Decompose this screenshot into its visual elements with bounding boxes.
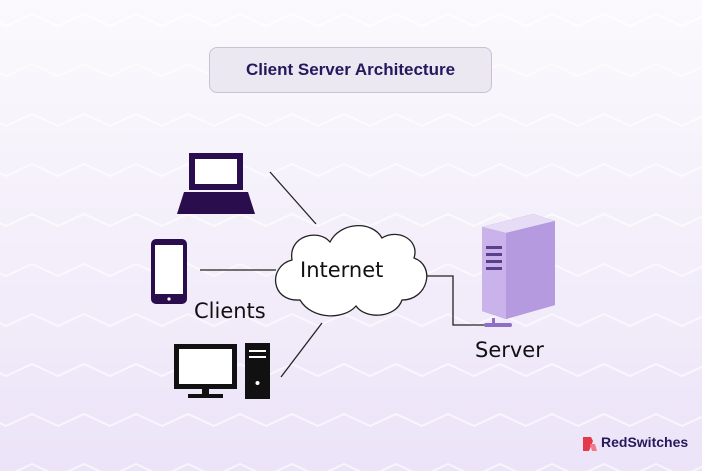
brand-name: RedSwitches bbox=[601, 434, 689, 450]
clients-label: Clients bbox=[194, 299, 266, 323]
connector-internet-server bbox=[422, 275, 487, 326]
diagram-title-text: Client Server Architecture bbox=[245, 60, 456, 79]
connector-laptop-internet bbox=[269, 171, 317, 225]
zigzag-line bbox=[0, 12, 702, 28]
connector-desktop-internet bbox=[280, 322, 323, 378]
zigzag-line bbox=[0, 212, 702, 228]
smartphone-icon bbox=[151, 239, 187, 304]
redswitches-logo-icon bbox=[583, 437, 597, 451]
diagram-title: Client Server Architecture bbox=[209, 47, 492, 93]
server-tower-icon bbox=[482, 214, 555, 327]
zigzag-line bbox=[0, 162, 702, 178]
zigzag-line bbox=[14, 462, 702, 471]
laptop-icon bbox=[177, 153, 255, 214]
brand-logo-spacer bbox=[583, 435, 597, 449]
zigzag-line bbox=[0, 412, 702, 428]
desktop-computer-icon bbox=[174, 343, 270, 399]
zigzag-line bbox=[0, 362, 702, 378]
internet-cloud-icon bbox=[275, 225, 428, 317]
zigzag-line bbox=[0, 112, 702, 128]
server-label: Server bbox=[475, 338, 544, 362]
brand-footer: RedSwitches bbox=[583, 434, 688, 450]
internet-label: Internet bbox=[300, 258, 384, 282]
